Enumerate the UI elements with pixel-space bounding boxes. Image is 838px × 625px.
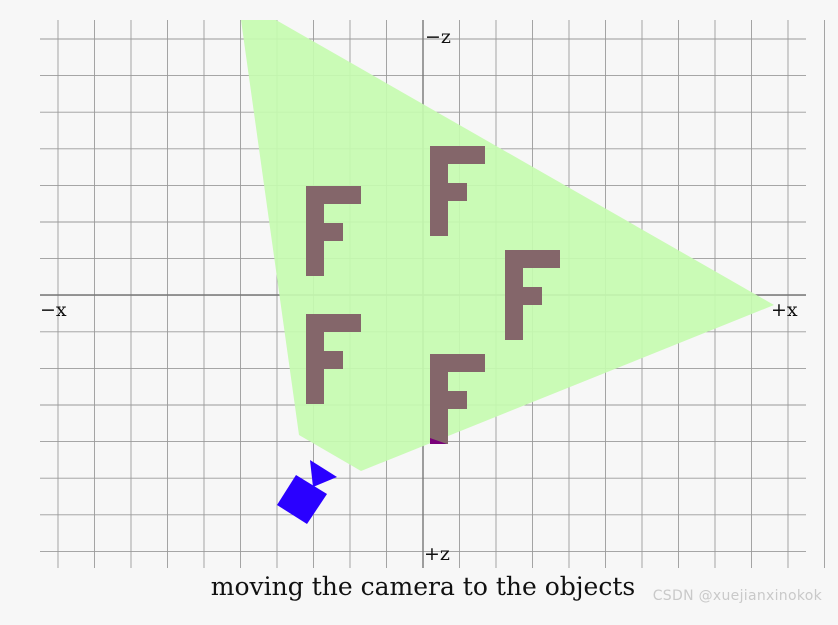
letter-f-3 — [306, 314, 361, 404]
letter-f-group — [306, 146, 560, 444]
letter-f-1 — [306, 186, 361, 276]
caption: moving the camera to the objects — [210, 572, 636, 601]
letter-f-4 — [505, 250, 560, 340]
camera-lens — [310, 460, 337, 487]
watermark: CSDN @xuejianxinokok — [652, 588, 822, 604]
axis-label-pos-z: +z — [424, 543, 450, 565]
camera-frustum — [241, 20, 774, 471]
axis-label-neg-x: −x — [40, 299, 67, 321]
camera-icon — [277, 460, 337, 524]
camera-body — [277, 475, 327, 524]
axis-label-pos-x: +x — [771, 299, 798, 321]
scene-diagram: −z −x +x +z — [40, 20, 825, 568]
letter-f-2 — [430, 146, 485, 236]
near-plane-highlight — [430, 438, 447, 444]
axis-label-neg-z: −z — [425, 26, 451, 48]
letter-f-5 — [430, 354, 485, 444]
